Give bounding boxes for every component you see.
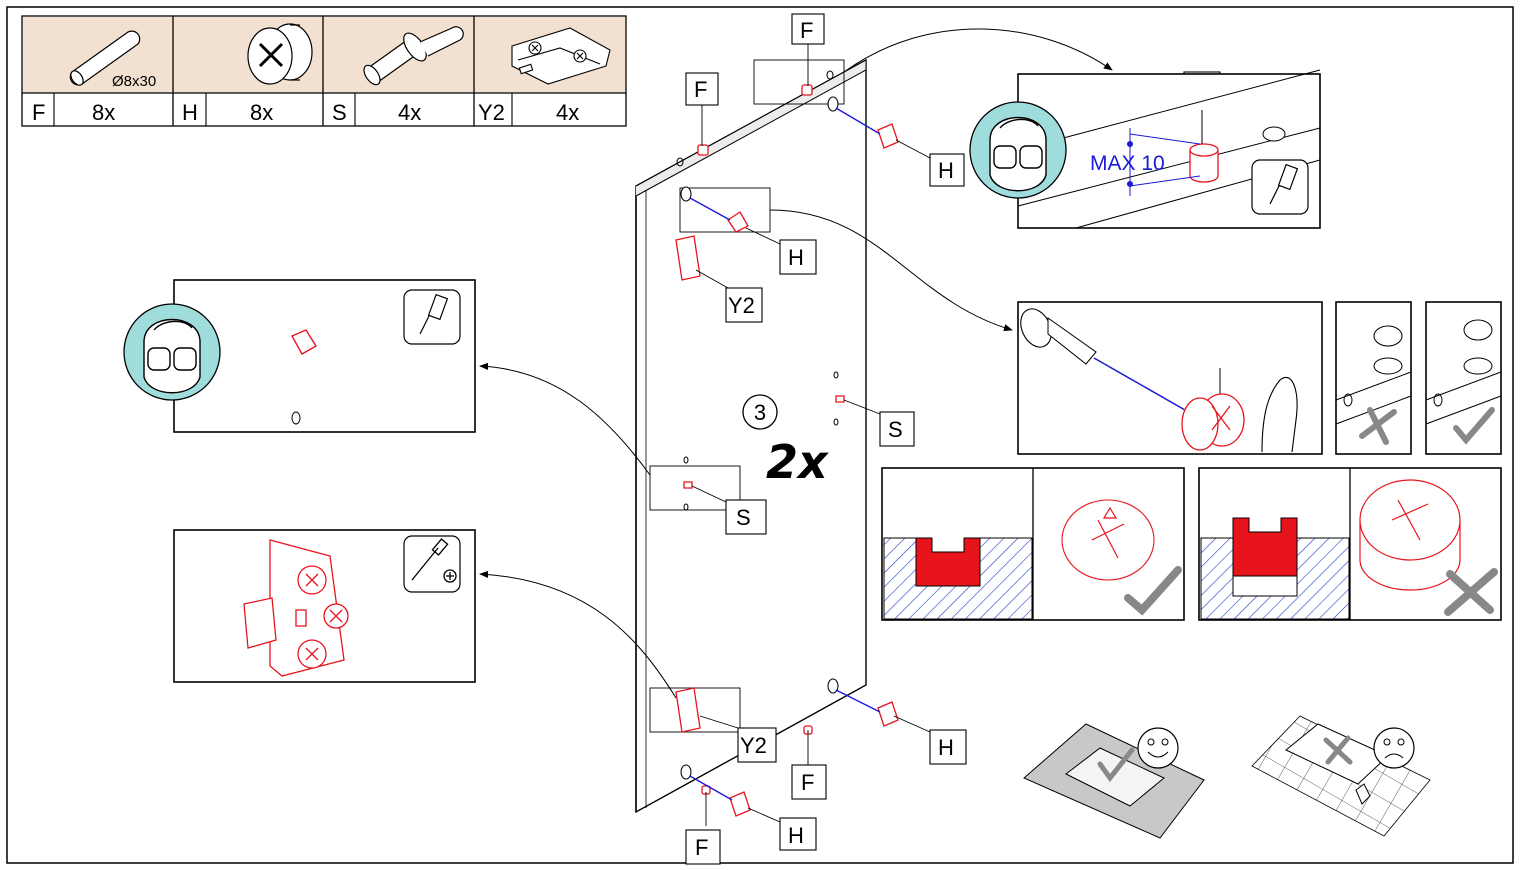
step-number: 3 bbox=[754, 400, 766, 425]
max-depth-label: MAX 10 bbox=[1090, 152, 1165, 175]
part-qty-s: 4x bbox=[398, 100, 421, 125]
part-code-y2: Y2 bbox=[478, 100, 505, 125]
happy-face-icon bbox=[1137, 727, 1179, 769]
part-qty-y2: 4x bbox=[556, 100, 579, 125]
dowel-spec: Ø8x30 bbox=[112, 73, 156, 90]
cam-depth-correct-detail bbox=[881, 467, 1185, 621]
cam-lock-insert-detail bbox=[1017, 301, 1323, 455]
parts-table: Ø8x30 F 8x H 8x S 4x Y2 4x bbox=[21, 15, 627, 127]
panel-red-parts bbox=[675, 84, 899, 817]
cam-wrong-detail bbox=[1335, 301, 1412, 455]
hammer-icon bbox=[1269, 163, 1299, 205]
sad-face-icon bbox=[1373, 727, 1415, 769]
soft-surface-good bbox=[1023, 723, 1205, 839]
callout-y2-upper: Y2 bbox=[728, 293, 755, 318]
wrong-mark-icon bbox=[1359, 407, 1397, 445]
shelf-pin-icon bbox=[363, 26, 464, 86]
callout-f-bottom: F bbox=[695, 835, 708, 860]
correct-mark-icon bbox=[1453, 407, 1495, 445]
cam-depth-wrong-detail bbox=[1198, 467, 1502, 621]
hammer-icon-left bbox=[419, 293, 449, 335]
part-qty-f: 8x bbox=[92, 100, 115, 125]
side-panel: 3 2x bbox=[635, 58, 899, 817]
hard-surface-bad bbox=[1251, 715, 1431, 837]
screwdriver-icon bbox=[411, 538, 457, 583]
hinge-plate-icon bbox=[511, 27, 611, 85]
callout-s-right: S bbox=[888, 417, 903, 442]
callout-s-left: S bbox=[736, 505, 751, 530]
hammer-tool-badge bbox=[1251, 159, 1309, 215]
dowel-icon bbox=[69, 30, 141, 86]
callout-h-bottom: H bbox=[788, 823, 804, 848]
correct-mark-icon-2 bbox=[1124, 566, 1182, 616]
dowel-depth-detail: MAX 10 bbox=[969, 69, 1321, 229]
callout-h-top: H bbox=[938, 158, 954, 183]
shelf-pin-detail bbox=[123, 279, 476, 433]
cam-correct-detail bbox=[1425, 301, 1502, 455]
cam-lock-icon bbox=[247, 23, 313, 85]
part-code-s: S bbox=[332, 100, 347, 125]
part-code-f: F bbox=[32, 100, 45, 125]
step-multiplier: 2x bbox=[766, 435, 829, 489]
thumb-icon bbox=[1261, 377, 1298, 453]
wrong-mark-icon-2 bbox=[1444, 568, 1498, 616]
callout-h-upper: H bbox=[788, 245, 804, 270]
callout-f-top: F bbox=[800, 18, 813, 43]
callout-f-edge: F bbox=[694, 77, 707, 102]
callout-f-bottom-right: F bbox=[801, 770, 814, 795]
page-frame bbox=[6, 6, 1514, 864]
part-qty-h: 8x bbox=[250, 100, 273, 125]
part-code-h: H bbox=[182, 100, 198, 125]
callout-y2-lower: Y2 bbox=[740, 733, 767, 758]
hinge-plate-detail bbox=[173, 529, 476, 683]
screwdriver-tool-badge bbox=[403, 535, 461, 593]
callout-h-lower-right: H bbox=[938, 735, 954, 760]
